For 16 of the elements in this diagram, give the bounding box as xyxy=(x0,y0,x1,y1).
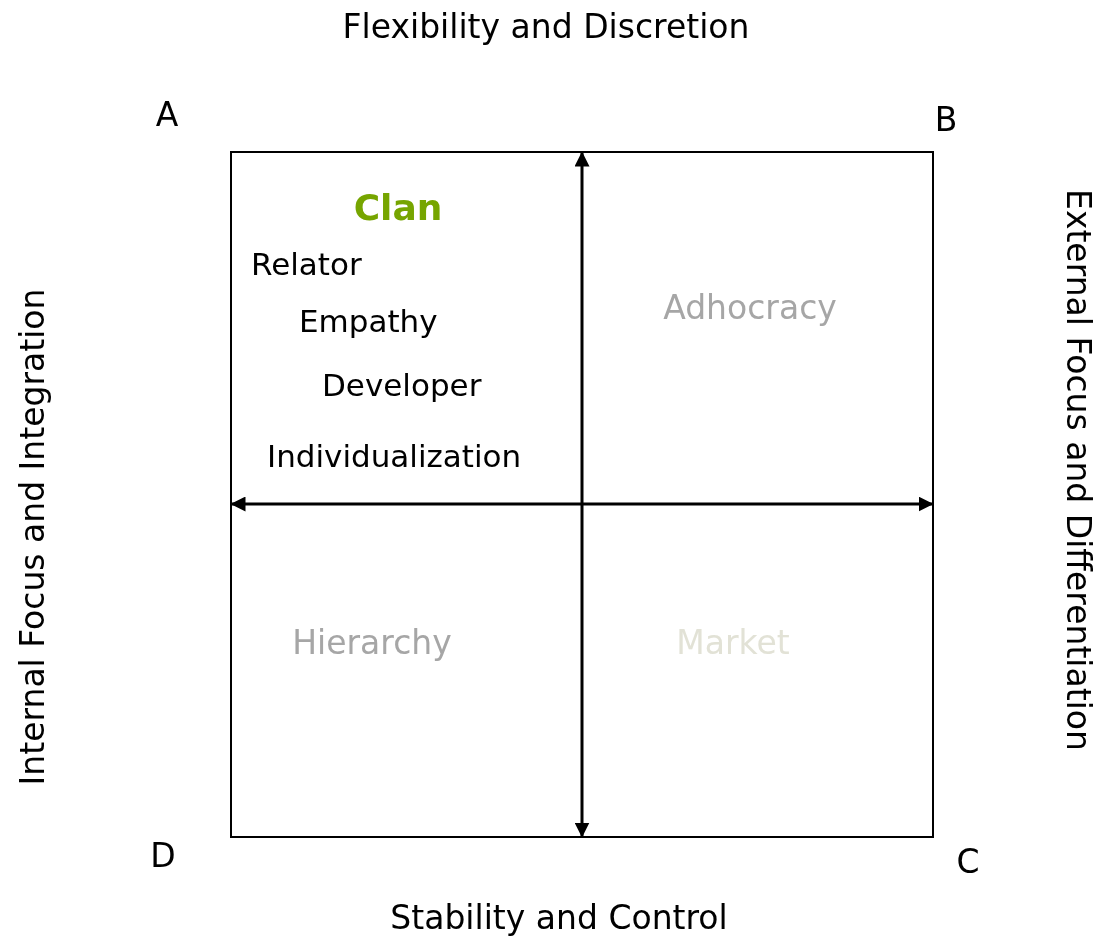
strength-label: Individualization xyxy=(267,438,522,476)
corner-letter: C xyxy=(956,842,980,882)
corner-letter: B xyxy=(934,100,958,140)
corner-letter: D xyxy=(150,836,176,876)
quadrant-title: Hierarchy xyxy=(292,623,452,663)
strength-label: Relator xyxy=(251,246,362,284)
quadrant-frame xyxy=(230,151,934,838)
axis-label: Stability and Control xyxy=(390,898,728,938)
quadrant-title: Adhocracy xyxy=(663,288,837,328)
strength-label: Empathy xyxy=(299,303,438,341)
strength-label: Developer xyxy=(322,367,482,405)
axis-label: External Focus and Differentiation xyxy=(1058,189,1098,751)
corner-letter: A xyxy=(155,95,179,135)
quadrant-title: Clan xyxy=(353,186,443,230)
axis-label: Internal Focus and Integration xyxy=(13,288,53,786)
axis-label: Flexibility and Discretion xyxy=(342,7,750,47)
